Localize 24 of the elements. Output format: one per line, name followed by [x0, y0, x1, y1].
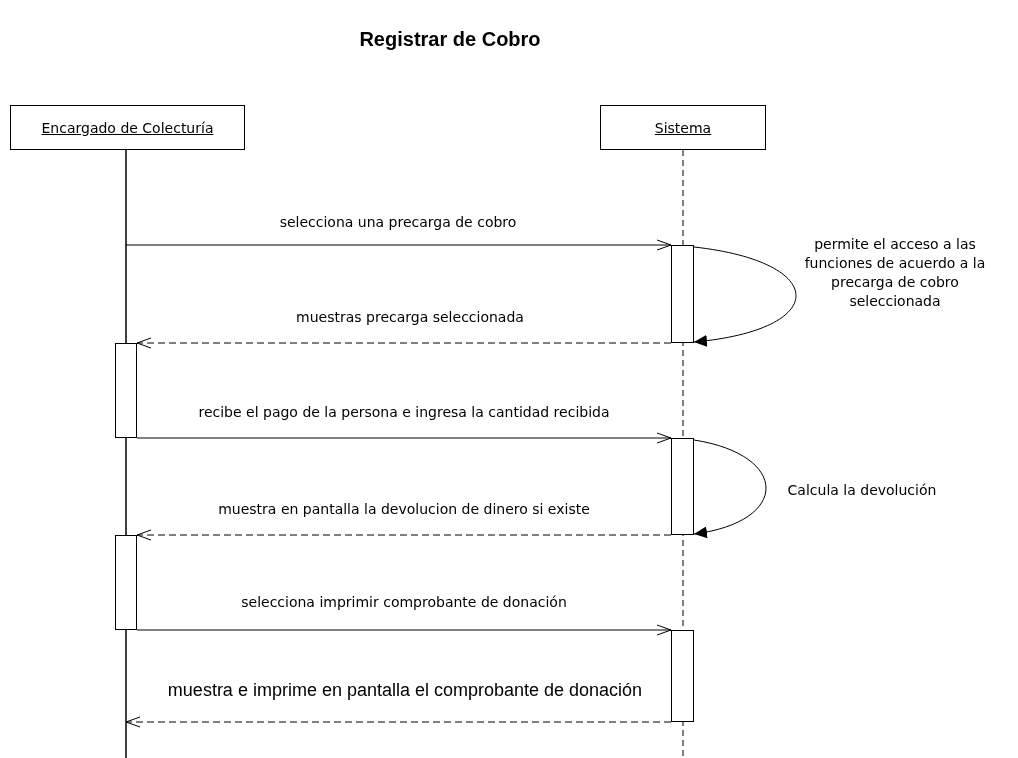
- activation-bar: [115, 343, 137, 438]
- message-label: muestra e imprime en pantalla el comprobante de donación: [166, 681, 644, 700]
- participant-box: Sistema: [600, 105, 766, 150]
- message-label: selecciona imprimir comprobante de donación: [240, 593, 568, 612]
- self-call-arrow: [693, 439, 767, 538]
- diagram-title: Registrar de Cobro: [358, 30, 542, 49]
- activation-bar: [671, 245, 694, 343]
- participant-box: Encargado de Colecturía: [10, 105, 245, 150]
- message-label: recibe el pago de la persona e ingresa la cantidad recibida: [197, 403, 611, 422]
- return-arrow: [136, 529, 672, 541]
- message-arrow: [136, 432, 672, 444]
- message-label: muestra en pantalla la devolucion de dinero si existe: [217, 500, 591, 519]
- self-call-arrow: [693, 246, 797, 347]
- message-arrow: [125, 239, 672, 251]
- activation-bar: [671, 438, 694, 535]
- activation-bar: [671, 630, 694, 722]
- activation-bar: [115, 535, 137, 630]
- message-label: muestras precarga seleccionada: [295, 308, 525, 327]
- message-label: permite el acceso a las funciones de acuerdo a la precarga de cobro seleccionada: [803, 235, 987, 311]
- message-arrow: [136, 624, 672, 636]
- return-arrow: [125, 716, 672, 728]
- message-label: selecciona una precarga de cobro: [278, 213, 518, 232]
- message-label: Calcula la devolución: [786, 481, 938, 500]
- return-arrow: [136, 337, 672, 349]
